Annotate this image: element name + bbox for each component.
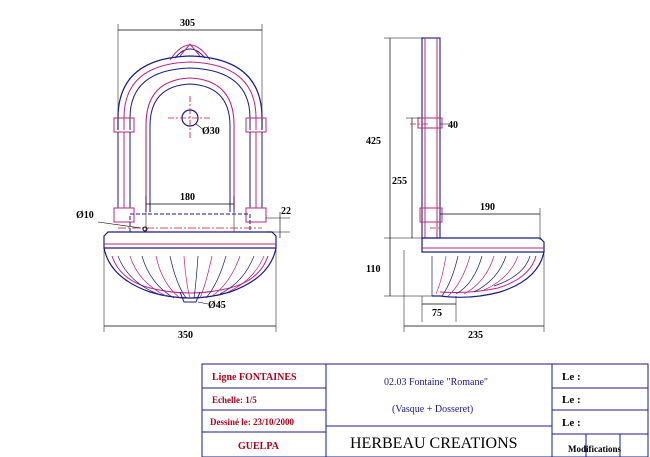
dim-side-hole: Ø10 bbox=[76, 210, 94, 221]
dim-width-bottom: 350 bbox=[178, 330, 193, 341]
dim-top-width: 40 bbox=[448, 120, 458, 131]
dim-hole-diameter: Ø30 bbox=[202, 126, 220, 137]
title-ref: 02.03 Fontaine "Romane" bbox=[384, 377, 488, 388]
title-line: Ligne FONTAINES bbox=[212, 372, 297, 383]
dim-basin-height: 110 bbox=[366, 264, 380, 275]
title-le-1: Le : bbox=[562, 371, 581, 383]
title-le-3: Le : bbox=[562, 417, 581, 429]
title-drawn: Dessiné le: 23/10/2000 bbox=[210, 417, 294, 427]
title-desc: (Vasque + Dosseret) bbox=[392, 404, 473, 415]
dim-inner-height: 255 bbox=[392, 176, 407, 187]
side-view bbox=[384, 37, 545, 332]
title-le-2: Le : bbox=[562, 394, 581, 406]
dim-total-height: 425 bbox=[366, 136, 381, 147]
dim-spacing: 180 bbox=[180, 192, 195, 203]
dim-depth-upper: 190 bbox=[480, 202, 495, 213]
dim-width-top: 305 bbox=[180, 18, 195, 29]
title-company: HERBEAU CREATIONS bbox=[350, 435, 518, 452]
dim-drain-diameter: Ø45 bbox=[208, 300, 226, 311]
front-view bbox=[97, 24, 290, 332]
technical-drawing: 305 Ø30 180 Ø10 22 Ø45 350 bbox=[76, 18, 545, 341]
dim-foot-depth: 75 bbox=[432, 308, 442, 319]
dim-depth-total: 235 bbox=[468, 330, 483, 341]
title-scale: Echelle: 1/5 bbox=[212, 395, 257, 405]
title-author: GUELPA bbox=[238, 441, 280, 452]
title-modifications: Modifications bbox=[568, 444, 621, 454]
dim-height-step: 22 bbox=[281, 206, 291, 217]
